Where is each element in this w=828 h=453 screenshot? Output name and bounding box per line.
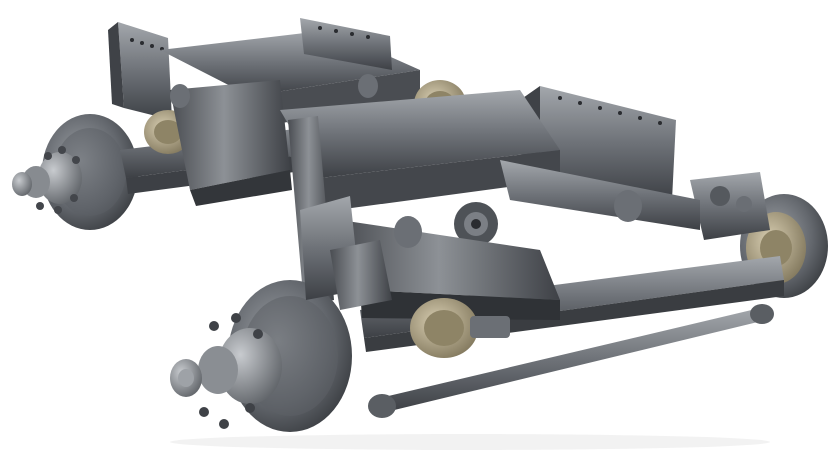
front-brake-chamber xyxy=(410,298,510,358)
front-torque-rod xyxy=(368,304,774,418)
air-spring-mounts xyxy=(170,74,642,248)
rear-left-drum-brake xyxy=(12,114,138,230)
rear-trailing-arm xyxy=(170,80,292,206)
front-left-drum-brake xyxy=(170,280,352,432)
center-pivot-bushing xyxy=(454,202,498,246)
front-right-slack-adjuster xyxy=(690,172,770,240)
front-left-hanger-bracket xyxy=(300,196,392,310)
front-trailing-arm xyxy=(340,160,700,320)
rear-left-hanger-bracket xyxy=(108,22,172,120)
ground-shadow xyxy=(170,434,770,450)
